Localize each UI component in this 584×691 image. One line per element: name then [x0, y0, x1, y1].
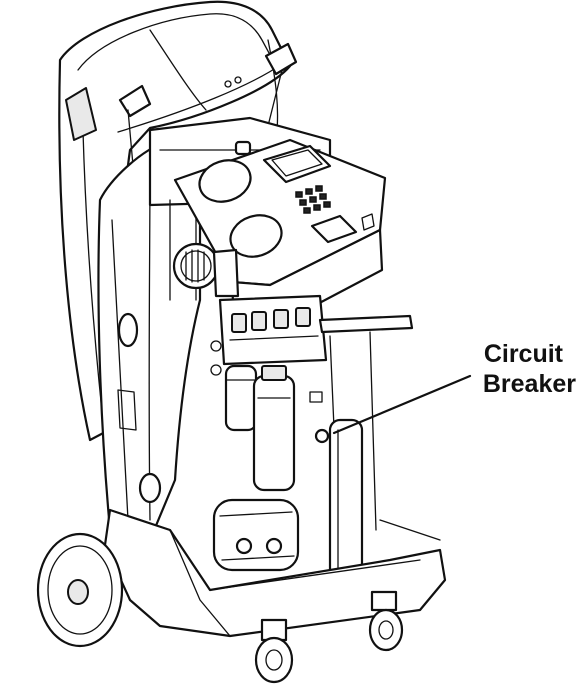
callout-label-line1: Circuit: [484, 340, 564, 368]
refrigerant-tank: [309, 391, 364, 582]
callout-leader-line: [332, 374, 472, 435]
filter-canister-main: [252, 365, 296, 492]
cart-base: [103, 508, 447, 638]
main-wheel: [36, 532, 124, 648]
tower-body: [97, 138, 202, 542]
caster-front-right: [368, 590, 404, 652]
circuit-breaker-button: [314, 428, 330, 444]
gauge-panel: [173, 138, 387, 330]
compressor: [212, 498, 300, 572]
caster-front-left: [254, 618, 294, 684]
manifold: [210, 294, 328, 376]
vacuum-pump: [172, 242, 240, 298]
circuit-breaker-callout: Circuit Breaker: [332, 340, 576, 435]
filter-canister-left: [224, 364, 258, 432]
callout-label-line2: Breaker: [483, 370, 576, 398]
